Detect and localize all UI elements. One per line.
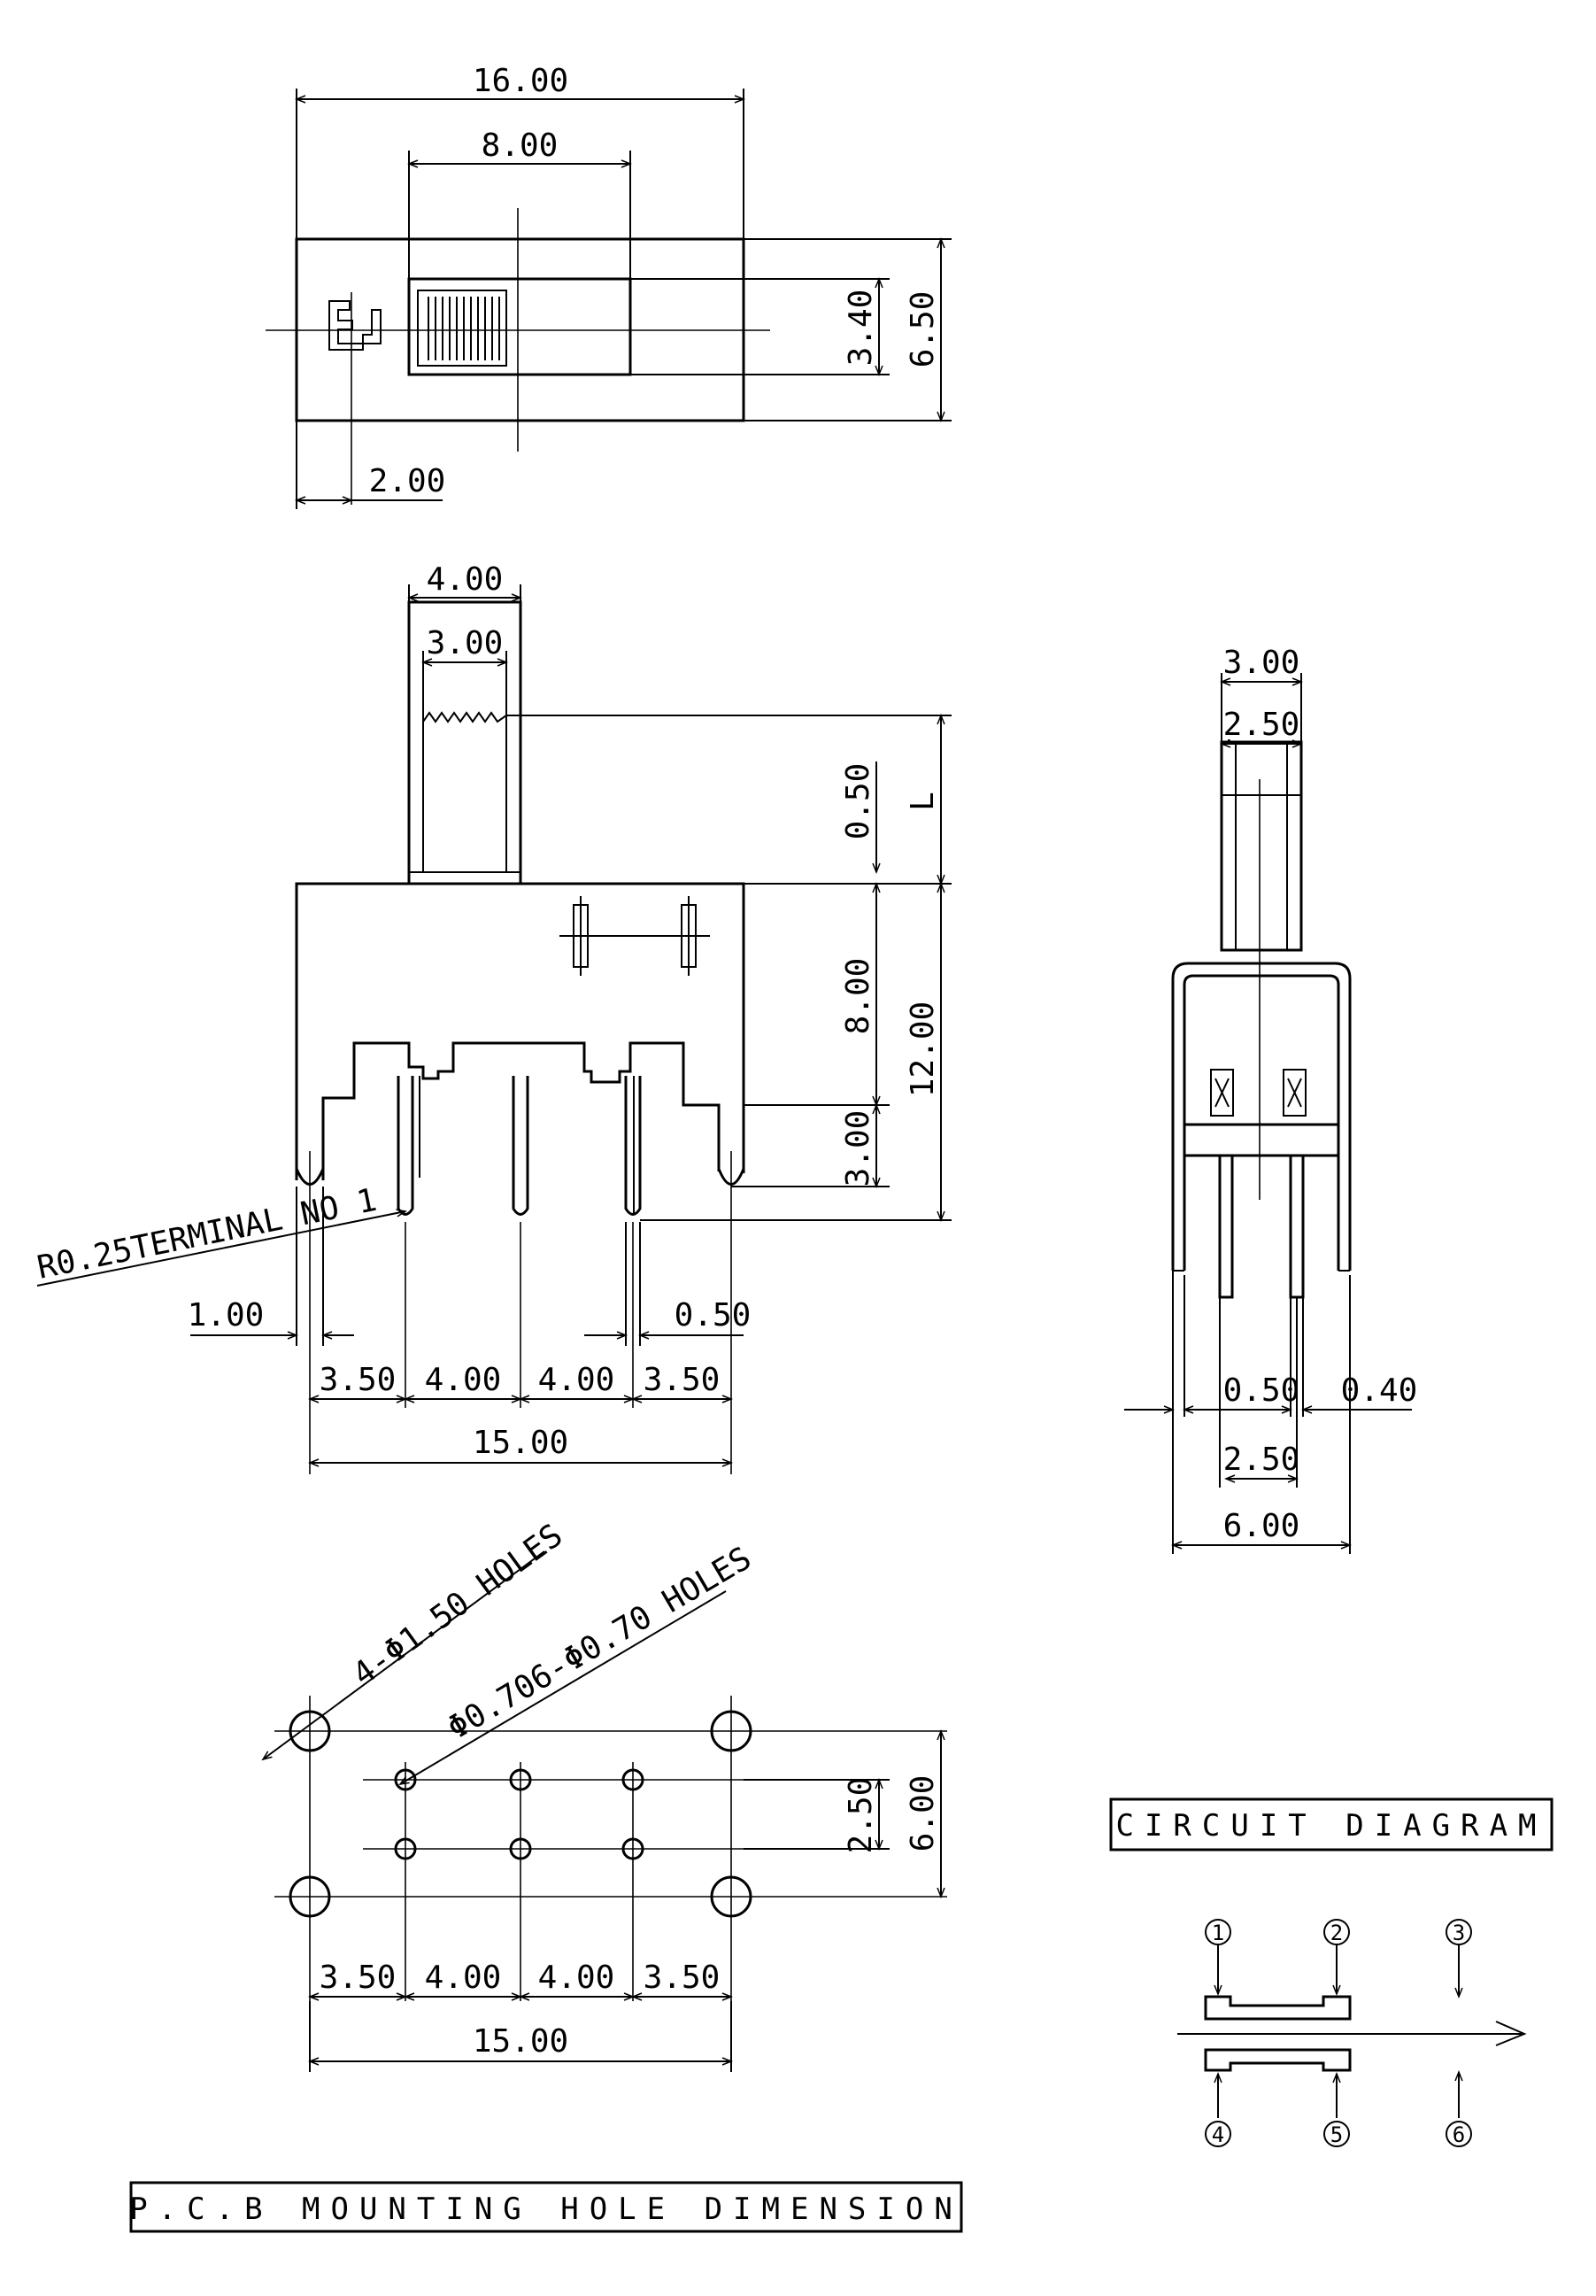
side-actuator: [1220, 740, 1303, 952]
front-view: 4.00 3.00 0.50 L 8.00 12.00 3.00 R0.25TE…: [35, 561, 952, 1474]
top-knob-hatch: [425, 297, 501, 360]
dim-mount-pin-width: 1.00: [188, 1297, 265, 1334]
circuit-title-box: [1109, 1797, 1554, 1851]
front-pin-1: [397, 1076, 414, 1216]
dim-total-height: 6.50: [905, 291, 941, 368]
side-frame-inner: [1183, 974, 1340, 1271]
circuit-diagram: CIRCUIT DIAGRAM 1 2 3 4 5 6: [1109, 1797, 1554, 2147]
dim-actuator-step: 0.50: [840, 763, 876, 840]
dim-actuator-inner: 3.00: [427, 625, 504, 661]
terminal-2-label: 2: [1330, 1921, 1343, 1945]
side-dim-actuator-width: 3.00: [1223, 645, 1300, 681]
side-pin-right: [1289, 1154, 1305, 1299]
dim-actuator-width: 4.00: [427, 561, 504, 598]
circuit-contact-upper: [1204, 1995, 1352, 2021]
pcb-dim-overall-height: 6.00: [905, 1775, 941, 1852]
side-dim-pin-width: 0.50: [1223, 1372, 1300, 1409]
terminal-6-label: 6: [1453, 2122, 1465, 2147]
top-knob-outline: [407, 277, 632, 376]
pcb-terminal-hole: [621, 1768, 644, 1791]
front-actuator: [407, 600, 522, 884]
dim-overall-width: 15.00: [473, 1425, 568, 1461]
side-pin-left: [1218, 1154, 1234, 1299]
pcb-terminal-hole: [621, 1837, 644, 1860]
dim-actuator-length: L: [905, 792, 941, 811]
pcb-dim-pitch-4: 3.50: [644, 1960, 721, 1996]
dim-knob-width: 8.00: [482, 128, 559, 164]
front-pin-3: [624, 1076, 642, 1216]
pcb-dim-pitch-1: 3.50: [320, 1960, 397, 1996]
side-dim-overall-width: 6.00: [1223, 1508, 1300, 1544]
dim-pitch-1: 3.50: [320, 1362, 397, 1398]
pcb-dim-pitch-2: 4.00: [425, 1960, 502, 1996]
side-dim-pin-pitch: 2.50: [1223, 1442, 1300, 1478]
top-knob-grip: [417, 290, 507, 367]
dim-pin-width: 0.50: [675, 1297, 752, 1334]
pcb-terminal-hole: [509, 1768, 532, 1791]
circuit-contact-lower: [1204, 2048, 1352, 2072]
pcb-view: 4-Φ1.50 HOLES Φ0.706-Φ0.70 HOLES 2.50 6.…: [129, 1517, 963, 2233]
terminal-5-label: 5: [1330, 2122, 1343, 2147]
pcb-terminal-hole: [394, 1837, 417, 1860]
terminal-1-label: 1: [1212, 1921, 1224, 1945]
pcb-dim-overall-width: 15.00: [473, 2023, 568, 2060]
side-view: 3.00 2.50 0.50 0.40 2.50 6.00: [1124, 645, 1417, 1554]
side-dim-leg-thickness: 0.40: [1341, 1372, 1418, 1409]
terminal-callout: R0.25TERMINAL NO 1: [35, 1182, 380, 1287]
front-actuator-serration: [422, 711, 507, 723]
pcb-title-box: [129, 2181, 963, 2233]
top-view: 16.00 8.00 3.40 6.50 2.00: [266, 63, 952, 509]
circuit-title: CIRCUIT DIAGRAM: [1115, 1808, 1546, 1844]
pcb-dim-pitch-3: 4.00: [538, 1960, 615, 1996]
side-frame-outer: [1171, 962, 1352, 1271]
dim-offset: 2.00: [369, 463, 446, 499]
pcb-terminal-hole: [509, 1837, 532, 1860]
dim-pitch-4: 3.50: [644, 1362, 721, 1398]
pcb-mount-hole: [289, 1710, 331, 1752]
pcb-mount-hole: [289, 1875, 331, 1918]
pcb-title: P.C.B MOUNTING HOLE DIMENSION: [129, 2192, 963, 2227]
pcb-mount-hole: [710, 1710, 752, 1752]
terminal-3-label: 3: [1453, 1921, 1465, 1945]
manufacturer-logo: [328, 300, 382, 351]
front-body: [295, 882, 745, 1180]
dim-total-width: 16.00: [473, 63, 568, 99]
pcb-mount-hole: [710, 1875, 752, 1918]
dim-pitch-3: 4.00: [538, 1362, 615, 1398]
front-pin-2: [512, 1076, 529, 1216]
dim-body-height: 8.00: [840, 958, 876, 1035]
terminal-4-label: 4: [1212, 2122, 1224, 2147]
front-base-profile: [321, 1041, 721, 1180]
pcb-terminal-hole: [394, 1768, 417, 1791]
dim-knob-height: 3.40: [843, 290, 879, 367]
dim-pitch-2: 4.00: [425, 1362, 502, 1398]
side-contact-block: [1183, 1123, 1340, 1157]
dim-pin-length: 3.00: [840, 1110, 876, 1187]
side-dim-actuator-inner: 2.50: [1223, 707, 1300, 743]
pcb-dim-row-pitch: 2.50: [843, 1777, 879, 1854]
dim-overall-height: 12.00: [905, 1001, 941, 1097]
